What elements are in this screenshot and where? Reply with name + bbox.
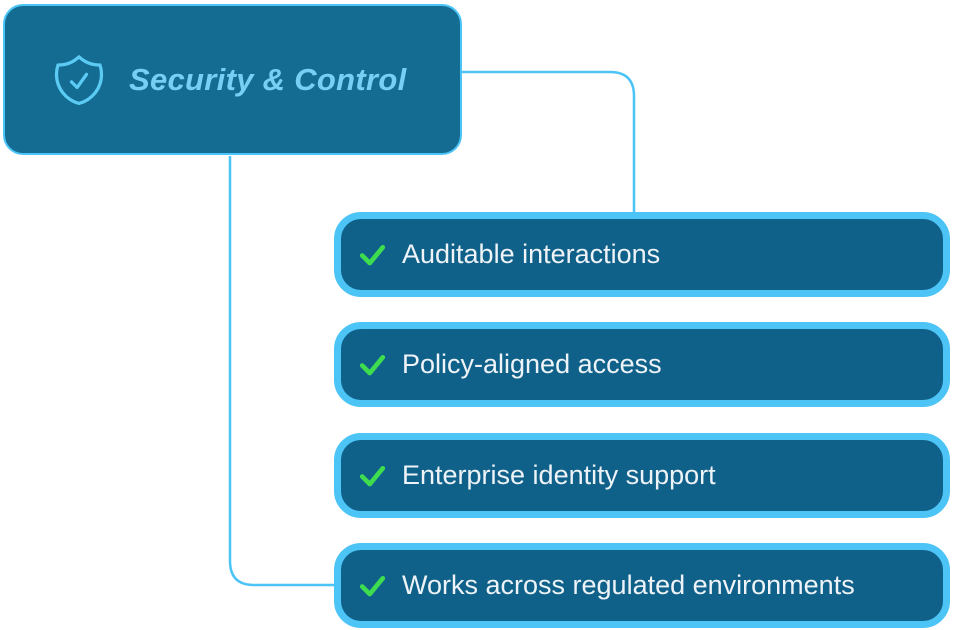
item-label: Enterprise identity support [402, 460, 716, 490]
item-label: Auditable interactions [402, 239, 661, 269]
item-node-policy-aligned-access: Policy-aligned access [334, 322, 950, 407]
check-icon [359, 575, 386, 597]
root-node-security-control: Security & Control [3, 4, 462, 155]
root-node-title: Security & Control [129, 61, 407, 97]
shield-check-icon [54, 54, 104, 105]
check-icon [359, 465, 386, 487]
connector-root-to-item-1 [462, 70, 636, 212]
check-icon [359, 354, 386, 376]
item-node-works-across-regulated-environments: Works across regulated environments [334, 543, 950, 628]
item-node-auditable-interactions: Auditable interactions [334, 212, 950, 297]
item-node-enterprise-identity-support: Enterprise identity support [334, 433, 950, 518]
item-label: Policy-aligned access [402, 349, 662, 379]
connector-root-to-item-4 [228, 156, 335, 587]
item-label: Works across regulated environments [402, 570, 855, 600]
check-icon [359, 244, 386, 266]
